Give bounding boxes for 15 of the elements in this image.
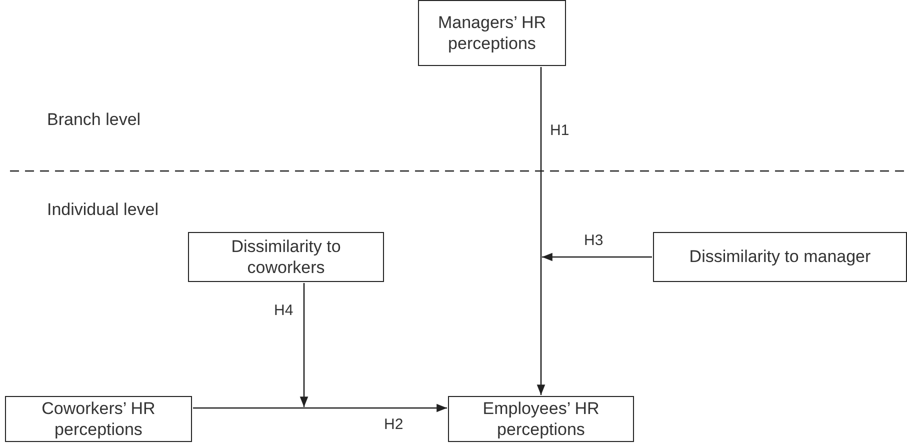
edge-label: H1 [550, 122, 570, 139]
process-box: Dissimilarity to coworkers [188, 232, 384, 282]
edge-label: H4 [274, 302, 294, 319]
process-box: Managers’ HR perceptions [418, 0, 566, 66]
level-label: Branch level [47, 110, 141, 130]
level-label: Individual level [47, 200, 159, 220]
process-box: Employees’ HR perceptions [448, 396, 634, 442]
edge-label: H3 [584, 232, 604, 249]
arrow [542, 252, 652, 262]
arrow [193, 404, 447, 412]
edge-label: H2 [384, 416, 404, 433]
process-box: Coworkers’ HR perceptions [5, 396, 192, 442]
arrow [536, 67, 546, 395]
process-box: Dissimilarity to manager [653, 232, 907, 282]
arrow [300, 283, 308, 407]
